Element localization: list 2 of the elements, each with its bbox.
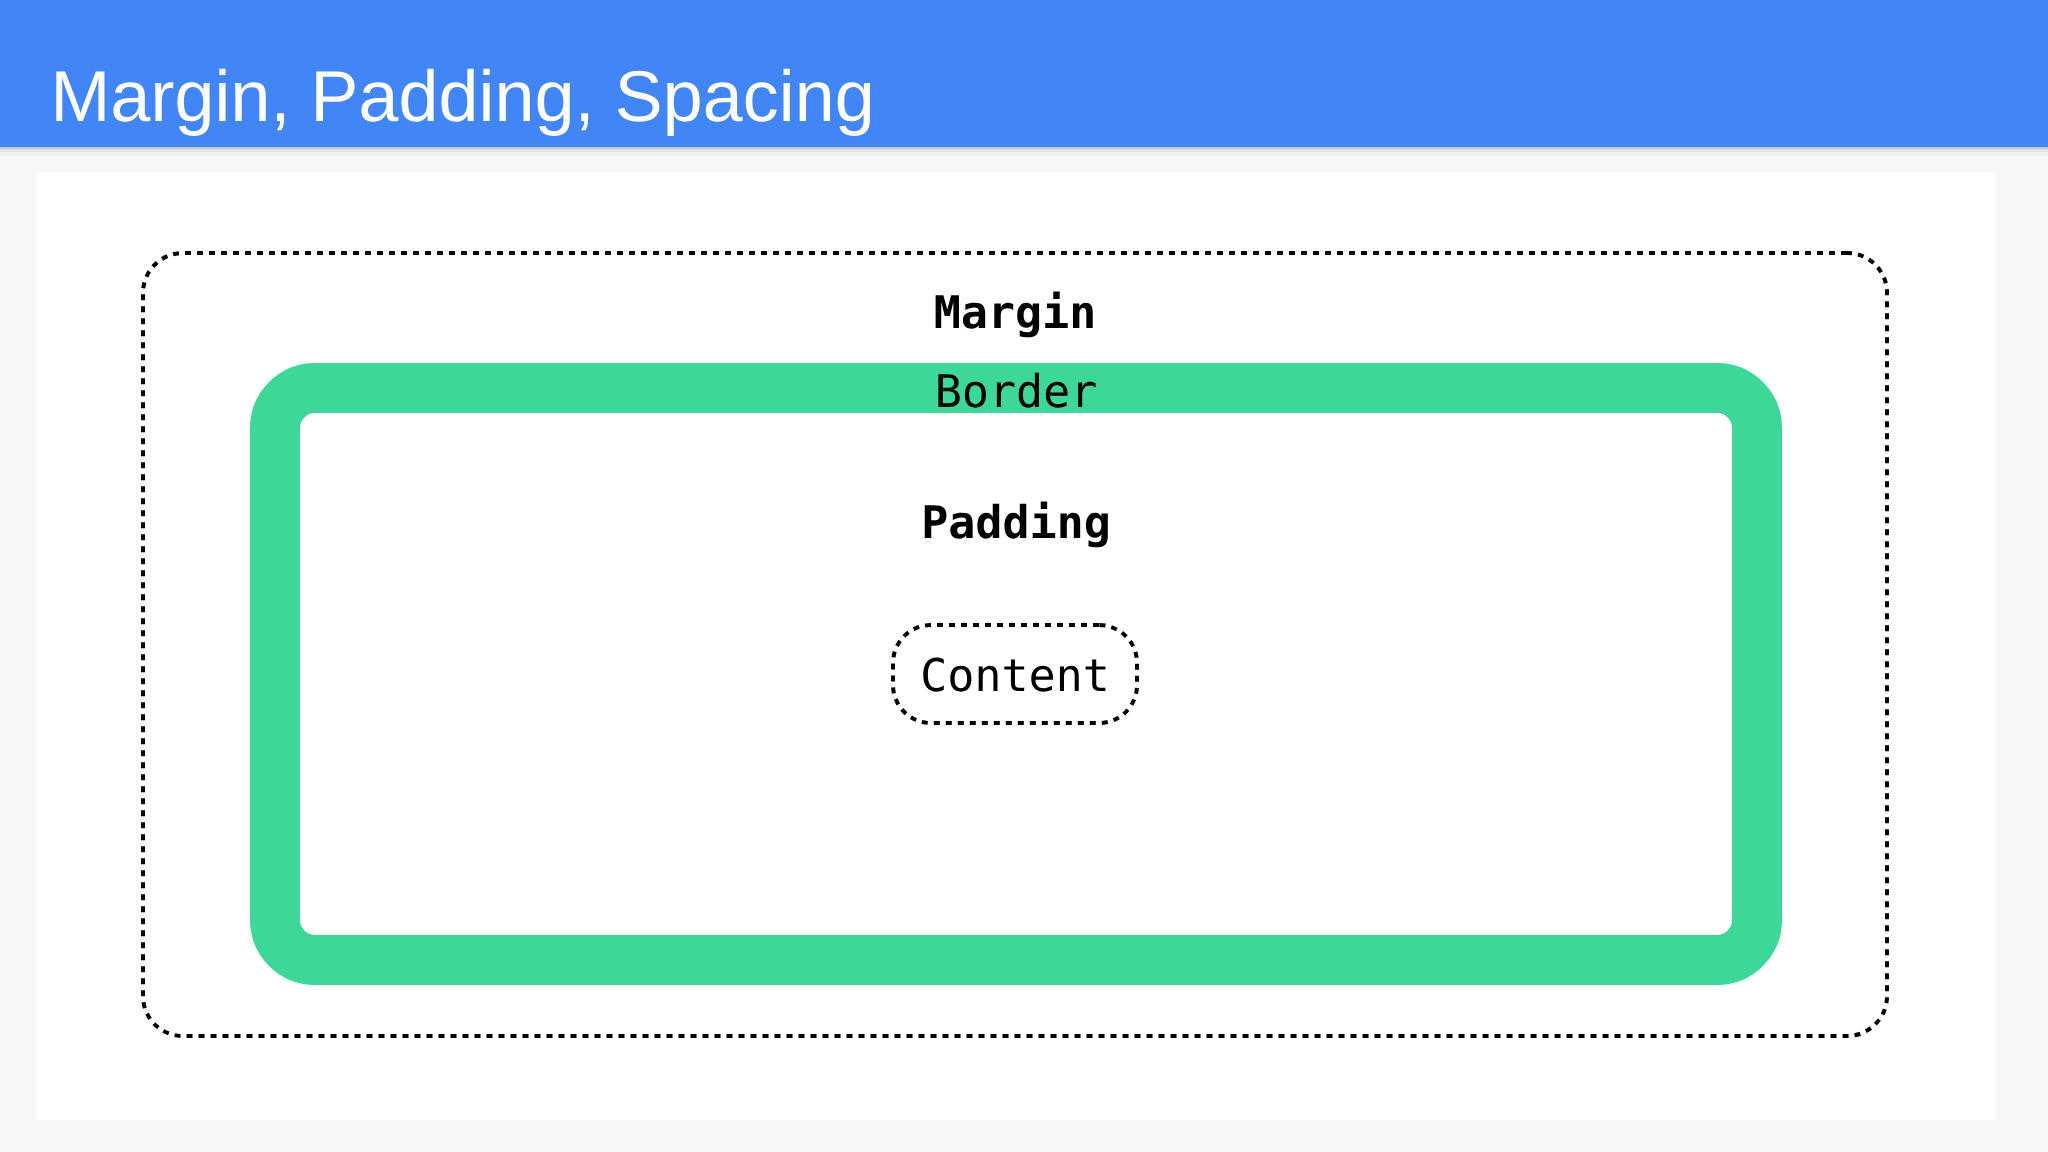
title: Margin, Padding, Spacing <box>56 68 871 136</box>
content-box: Content <box>891 623 1139 725</box>
